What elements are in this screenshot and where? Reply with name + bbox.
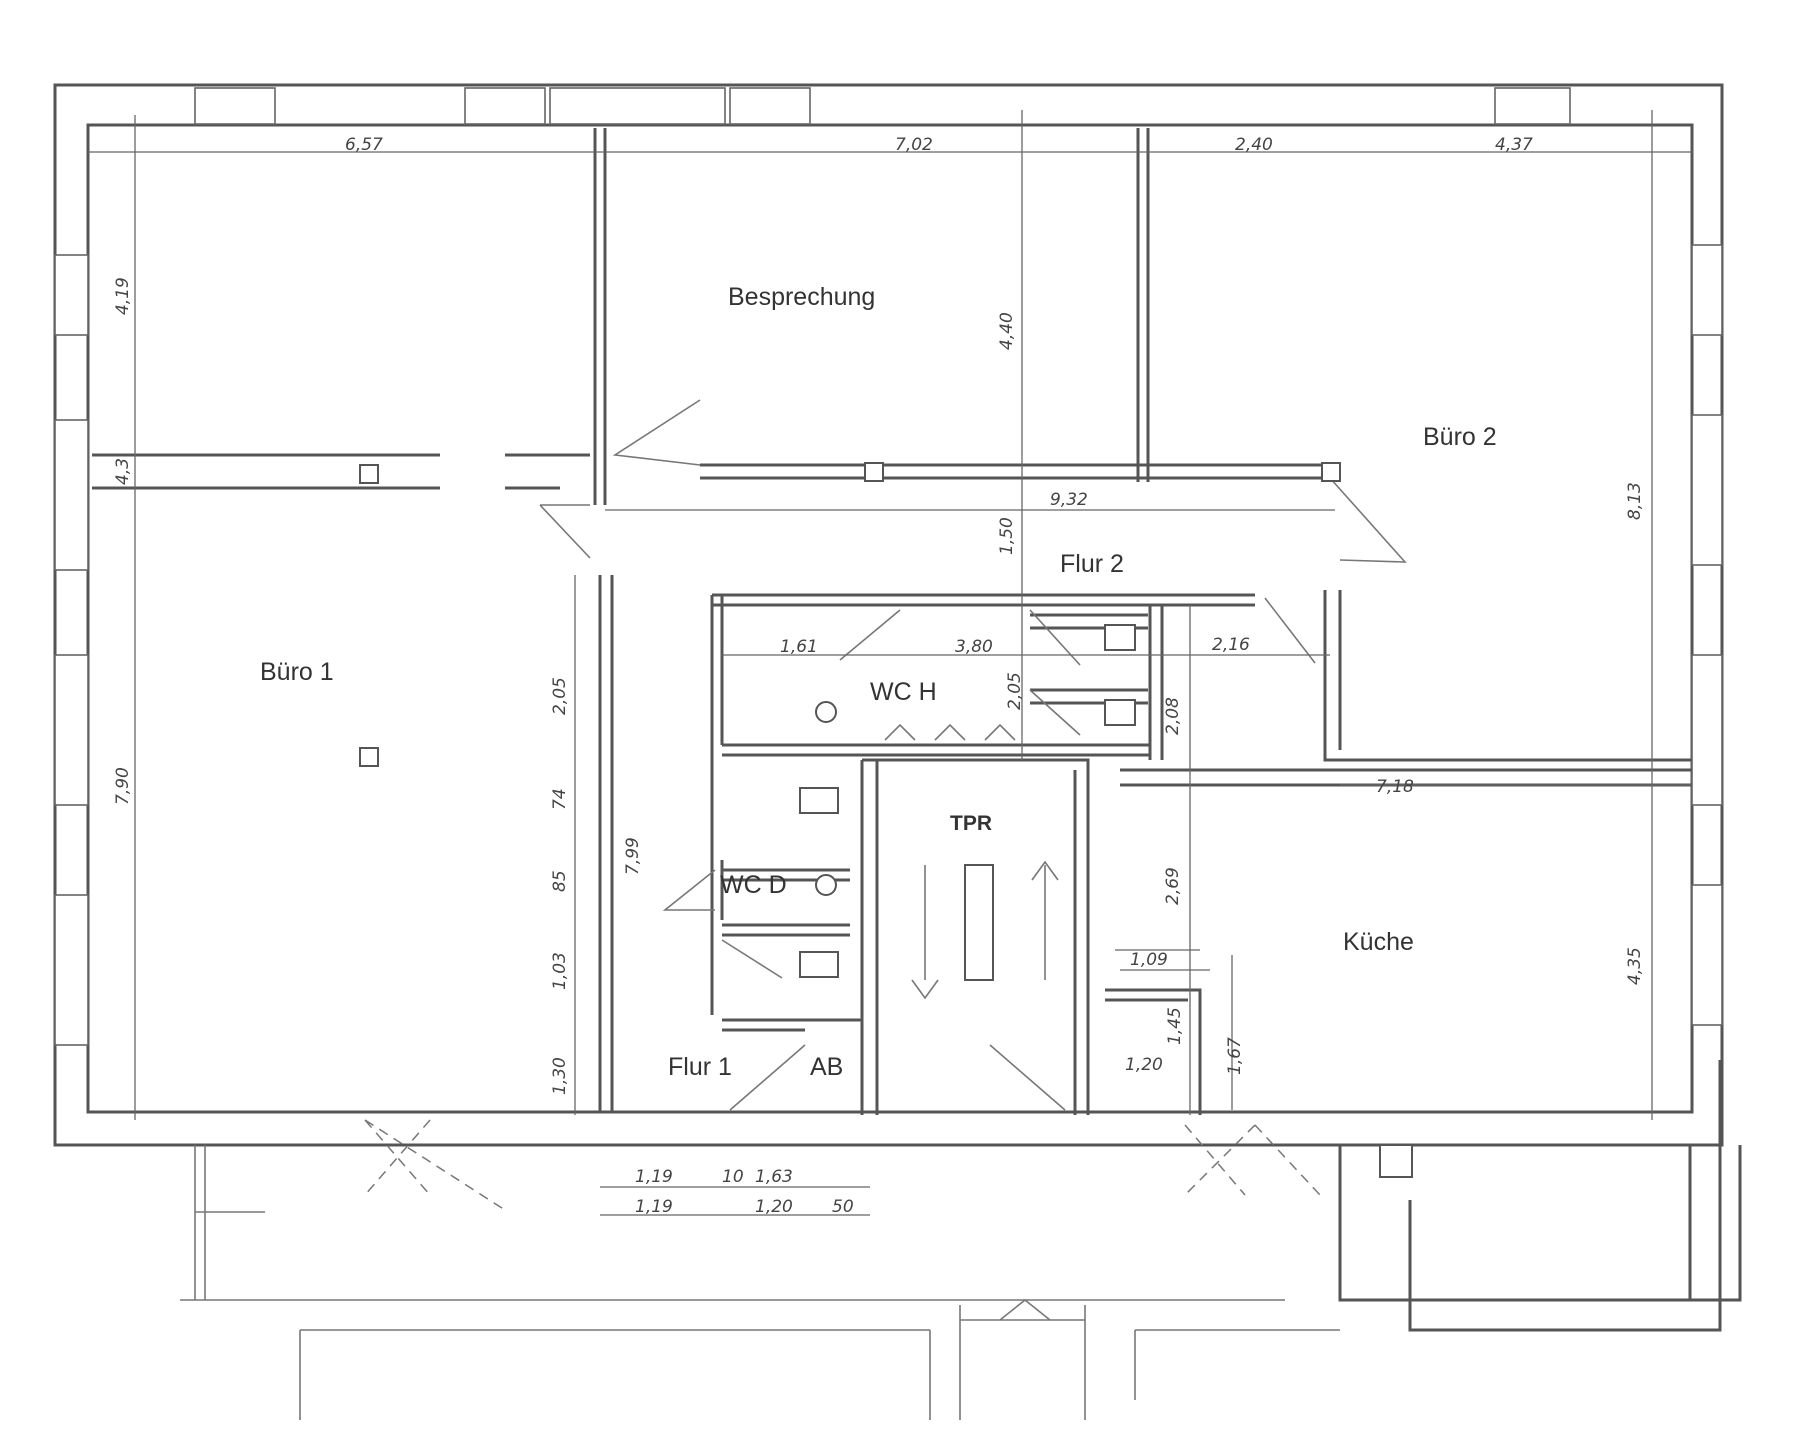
dimension-label: 9,32 — [1050, 490, 1088, 510]
dimension-label: 2,40 — [1235, 135, 1273, 155]
room-label-kueche: Küche — [1343, 928, 1414, 956]
dimension-label: 4,37 — [1495, 135, 1533, 155]
dimension-lines — [88, 110, 1692, 1216]
dimension-label: 1,61 — [780, 637, 818, 657]
dimension-label: 1,20 — [1125, 1055, 1163, 1075]
dimension-label: 2,05 — [550, 677, 570, 715]
fixtures — [359, 462, 1413, 1178]
doors — [364, 399, 1407, 1211]
room-label-tpr: TPR — [950, 812, 992, 835]
dimension-label: 8,13 — [1625, 482, 1645, 520]
dimension-label: 2,08 — [1163, 697, 1183, 735]
dimension-label: 7,99 — [623, 837, 643, 875]
room-label-ab: AB — [810, 1053, 843, 1081]
room-label-wc-h: WC H — [870, 678, 937, 706]
dimension-label: 2,05 — [1005, 672, 1025, 710]
dimension-label: 6,57 — [345, 135, 383, 155]
dimension-label: 1,19 — [635, 1197, 673, 1217]
room-label-buero-1: Büro 1 — [260, 658, 334, 686]
exterior-structures — [180, 1060, 1742, 1420]
dimension-label: 74 — [550, 788, 570, 810]
room-label-flur-2: Flur 2 — [1060, 550, 1124, 578]
dimension-labels: 6,57 7,02 2,40 4,37 9,32 1,61 3,80 2,16 … — [113, 135, 1645, 1217]
dimension-label: 4,40 — [997, 312, 1017, 350]
dimension-label: 2,16 — [1212, 635, 1250, 655]
dimension-label: 4,19 — [113, 277, 133, 315]
room-label-buero-2: Büro 2 — [1423, 423, 1497, 451]
dimension-label: 1,20 — [755, 1197, 793, 1217]
interior-walls — [92, 128, 1692, 1115]
dimension-label: 1,50 — [997, 517, 1017, 555]
dimension-label: 4,3 — [113, 458, 133, 485]
dimension-label: 7,18 — [1376, 777, 1414, 797]
dimension-label: 1,45 — [1165, 1007, 1185, 1045]
room-labels: Büro 1 Besprechung Büro 2 Flur 2 WC H WC… — [260, 283, 1497, 1081]
dimension-label: 10 — [722, 1167, 744, 1187]
dimension-label: 1,09 — [1130, 950, 1168, 970]
dimension-label: 7,90 — [113, 767, 133, 805]
dimension-label: 1,03 — [550, 952, 570, 990]
dimension-label: 4,35 — [1625, 947, 1645, 985]
dimension-label: 1,63 — [755, 1167, 793, 1187]
dimension-label: 1,30 — [550, 1057, 570, 1095]
dimension-label: 1,67 — [1225, 1037, 1245, 1075]
exterior-walls — [53, 83, 1724, 1147]
dimension-label: 2,69 — [1163, 867, 1183, 905]
dimension-label: 7,02 — [895, 135, 933, 155]
dimension-label: 50 — [832, 1197, 854, 1217]
room-label-besprechung: Besprechung — [728, 283, 875, 311]
dimension-label: 1,19 — [635, 1167, 673, 1187]
room-label-flur-1: Flur 1 — [668, 1053, 732, 1081]
room-label-wc-d: WC D — [720, 871, 787, 899]
dimension-label: 85 — [550, 870, 570, 892]
windows — [54, 87, 1723, 1046]
dimension-label: 3,80 — [955, 637, 993, 657]
